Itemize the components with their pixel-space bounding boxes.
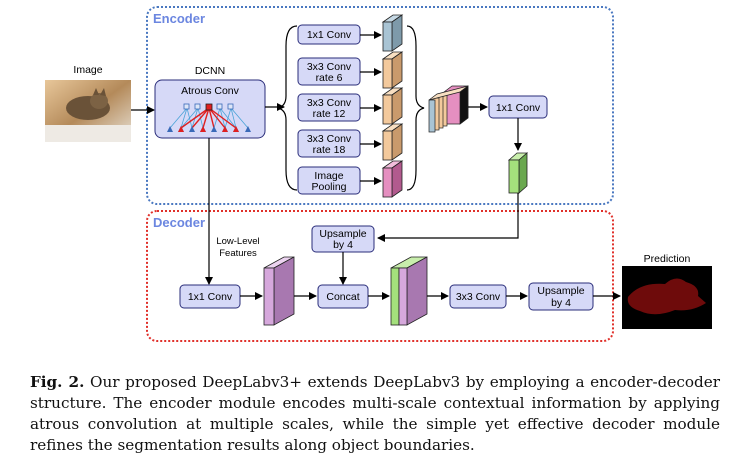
atrous-conv-icon <box>167 103 251 132</box>
aspp-branch-3: 3x3 Conv rate 12 <box>297 87 404 125</box>
aspp-branch-4-sublabel: rate 18 <box>313 144 346 156</box>
encoder-output-feature <box>507 152 529 194</box>
dcnn-label: DCNN <box>195 65 225 77</box>
aspp-feature-3 <box>381 87 404 125</box>
figure-number: Fig. 2. <box>30 373 85 391</box>
decoder-label: Decoder <box>153 215 205 230</box>
decoder-upsample-b-sublabel: by 4 <box>551 297 571 309</box>
aspp-branch-4: 3x3 Conv rate 18 <box>297 123 404 161</box>
encoder-panel <box>146 6 614 205</box>
aspp-branch-5: Image Pooling <box>297 160 404 198</box>
encoder-label: Encoder <box>153 11 205 26</box>
architecture-diagram: Encoder Decoder Image DCNN Atrous Conv <box>45 6 712 342</box>
aspp-feature-2 <box>381 51 404 89</box>
aspp-branch-2-label: 3x3 Conv <box>307 61 352 73</box>
aspp-branch-2-sublabel: rate 6 <box>316 72 343 84</box>
prediction-image <box>622 266 712 329</box>
aspp-branch-2: 3x3 Conv rate 6 <box>297 51 404 89</box>
decoder-upsample-a-label: Upsample <box>319 228 366 240</box>
figure-caption: Fig. 2. Our proposed DeepLabv3+ extends … <box>30 372 720 456</box>
aspp-concat-stack <box>428 85 469 133</box>
input-image <box>45 80 131 142</box>
low-level-sublabel: Features <box>219 248 257 259</box>
decoder-concat-label: Concat <box>326 291 359 303</box>
decoder-panel <box>146 210 614 342</box>
aspp-feature-5 <box>381 160 404 198</box>
aspp-branch-1-label: 1x1 Conv <box>307 29 352 41</box>
decoder-upsample-a-sublabel: by 4 <box>333 239 353 251</box>
input-label: Image <box>73 64 102 76</box>
prediction-label: Prediction <box>644 253 691 265</box>
dcnn-inner-label: Atrous Conv <box>181 85 240 97</box>
encoder-1x1-conv-label: 1x1 Conv <box>496 102 541 114</box>
aspp-right-brace <box>406 25 425 191</box>
aspp-feature-1 <box>381 14 404 52</box>
aspp-feature-4 <box>381 123 404 161</box>
aspp-branch-4-label: 3x3 Conv <box>307 133 352 145</box>
figure-caption-text: Our proposed DeepLabv3+ extends DeepLabv… <box>30 373 721 454</box>
low-level-label: Low-Level <box>216 236 259 247</box>
aspp-branch-5-sublabel: Pooling <box>311 181 346 193</box>
aspp-branch-1: 1x1 Conv <box>297 14 404 52</box>
decoder-concat-stack <box>390 256 428 326</box>
decoder-3x3-conv-label: 3x3 Conv <box>456 291 501 303</box>
decoder-lowlevel-feature <box>263 256 295 326</box>
encoder-to-upsample-arrow <box>377 193 519 242</box>
aspp-left-brace <box>277 25 298 191</box>
aspp-branch-3-label: 3x3 Conv <box>307 97 352 109</box>
aspp-branch-3-sublabel: rate 12 <box>313 108 346 120</box>
decoder-1x1-conv-label: 1x1 Conv <box>188 291 233 303</box>
aspp-branch-5-label: Image <box>314 170 343 182</box>
decoder-upsample-b-label: Upsample <box>537 285 584 297</box>
dcnn-block: Atrous Conv <box>154 79 266 139</box>
